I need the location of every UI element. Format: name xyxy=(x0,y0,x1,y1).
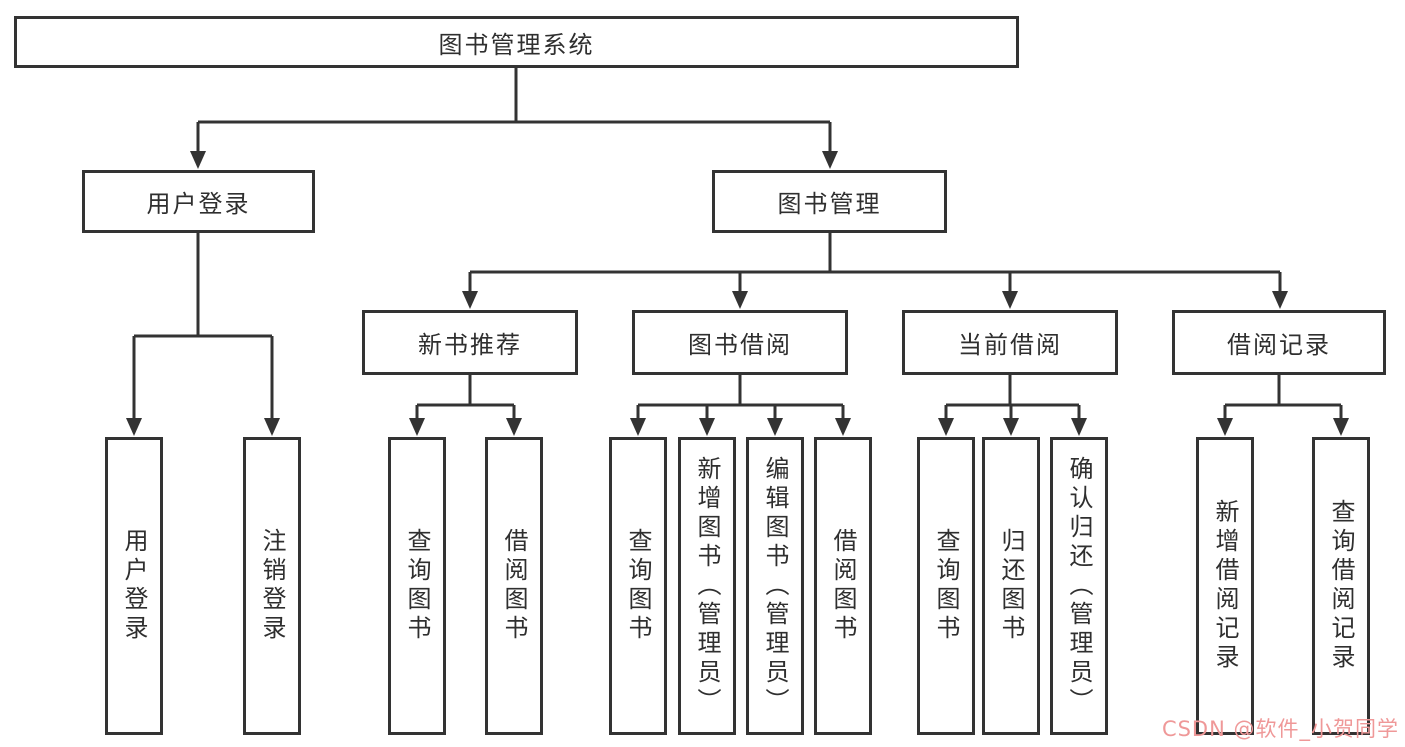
node-borrow-records: 借阅记录 xyxy=(1172,310,1386,375)
node-current-borrow: 当前借阅 xyxy=(902,310,1118,375)
leaf-borrow-books-newbooks: 借阅图书 xyxy=(485,437,543,735)
leaf-add-borrow-record: 新增借阅记录 xyxy=(1196,437,1254,735)
node-root-label: 图书管理系统 xyxy=(438,30,595,59)
node-new-books: 新书推荐 xyxy=(362,310,578,375)
watermark: CSDN @软件_小贺同学 xyxy=(1161,717,1399,741)
leaf-add-books-admin: 新增图书（管理员） xyxy=(678,437,736,735)
leaf-return-books-label: 归还图书 xyxy=(997,528,1025,644)
node-root: 图书管理系统 xyxy=(14,16,1019,68)
node-borrow-records-label: 借阅记录 xyxy=(1227,331,1331,359)
leaf-logout: 注销登录 xyxy=(243,437,301,735)
leaf-confirm-return-admin: 确认归还（管理员） xyxy=(1050,437,1108,735)
node-new-books-label: 新书推荐 xyxy=(418,331,522,359)
leaf-edit-books-admin: 编辑图书（管理员） xyxy=(746,437,804,735)
node-user-login: 用户登录 xyxy=(82,170,315,233)
leaf-query-borrow-record-label: 查询借阅记录 xyxy=(1327,499,1355,673)
leaf-borrow-books-borrow: 借阅图书 xyxy=(814,437,872,735)
leaf-query-books-borrow-label: 查询图书 xyxy=(624,528,652,644)
leaf-add-borrow-record-label: 新增借阅记录 xyxy=(1211,499,1239,673)
leaf-user-login-label: 用户登录 xyxy=(120,528,148,644)
leaf-user-login: 用户登录 xyxy=(105,437,163,735)
arrowheads xyxy=(126,151,1349,436)
leaf-confirm-return-admin-label: 确认归还（管理员） xyxy=(1065,455,1093,717)
node-current-borrow-label: 当前借阅 xyxy=(958,331,1062,359)
leaf-add-books-admin-label: 新增图书（管理员） xyxy=(693,455,721,717)
leaf-query-books-newbooks: 查询图书 xyxy=(388,437,446,735)
leaf-query-borrow-record: 查询借阅记录 xyxy=(1312,437,1370,735)
leaf-edit-books-admin-label: 编辑图书（管理员） xyxy=(761,455,789,717)
node-user-login-label: 用户登录 xyxy=(146,190,251,218)
node-book-mgmt-label: 图书管理 xyxy=(777,190,882,218)
node-book-borrow: 图书借阅 xyxy=(632,310,848,375)
leaf-logout-label: 注销登录 xyxy=(258,528,286,644)
leaf-query-books-borrow: 查询图书 xyxy=(609,437,667,735)
node-book-borrow-label: 图书借阅 xyxy=(688,331,792,359)
node-book-mgmt: 图书管理 xyxy=(712,170,947,233)
leaf-return-books: 归还图书 xyxy=(982,437,1040,735)
leaf-query-books-current-label: 查询图书 xyxy=(932,528,960,644)
leaf-query-books-newbooks-label: 查询图书 xyxy=(403,528,431,644)
leaf-query-books-current: 查询图书 xyxy=(917,437,975,735)
leaf-borrow-books-borrow-label: 借阅图书 xyxy=(829,528,857,644)
leaf-borrow-books-newbooks-label: 借阅图书 xyxy=(500,528,528,644)
